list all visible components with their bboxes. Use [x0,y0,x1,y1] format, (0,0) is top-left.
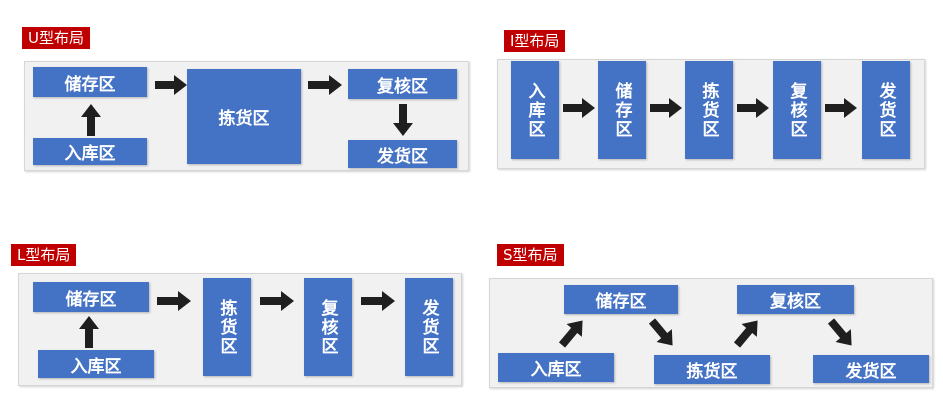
s-arrow-down-right-1-icon [648,318,673,346]
s-storage-box: 储存区 [564,285,678,314]
u-storage-box: 储存区 [33,67,147,97]
u-arrow-down-icon [393,104,413,136]
u-arrow-right-2-icon [308,75,342,95]
s-arrow-up-right-1-icon [558,320,583,348]
i-arrow-right-2-icon [650,98,682,118]
i-layout-title: I型布局 [504,30,566,52]
l-shipping-box: 发货区 [405,278,453,376]
i-picking-box: 拣货区 [685,61,733,159]
l-receiving-box: 入库区 [38,350,154,378]
u-layout-title: U型布局 [22,27,90,49]
l-arrow-right-3-icon [361,291,395,311]
s-shipping-box: 发货区 [813,355,929,383]
s-picking-box: 拣货区 [654,355,770,384]
l-storage-box: 储存区 [33,282,149,312]
i-receiving-box: 入库区 [511,61,559,159]
s-receiving-box: 入库区 [498,353,614,382]
i-arrow-right-4-icon [825,98,857,118]
i-checking-box: 复核区 [773,61,821,159]
i-shipping-box: 发货区 [862,61,910,159]
s-layout-title: S型布局 [497,244,564,266]
u-receiving-box: 入库区 [33,138,147,165]
l-arrow-right-2-icon [260,291,294,311]
s-arrow-up-right-2-icon [733,320,758,348]
u-picking-box: 拣货区 [187,69,301,164]
i-storage-box: 储存区 [598,61,646,159]
l-arrow-up-icon [79,316,99,348]
s-checking-box: 复核区 [737,285,854,314]
u-arrow-right-1-icon [155,75,187,95]
s-arrow-down-right-2-icon [827,318,852,346]
u-shipping-box: 发货区 [348,140,457,168]
l-arrow-right-1-icon [157,291,191,311]
u-checking-box: 复核区 [348,69,457,99]
l-layout-title: L型布局 [11,244,77,266]
i-arrow-right-3-icon [737,98,769,118]
l-checking-box: 复核区 [304,278,352,376]
l-picking-box: 拣货区 [203,278,251,376]
i-arrow-right-1-icon [563,98,595,118]
u-arrow-up-icon [81,104,101,136]
